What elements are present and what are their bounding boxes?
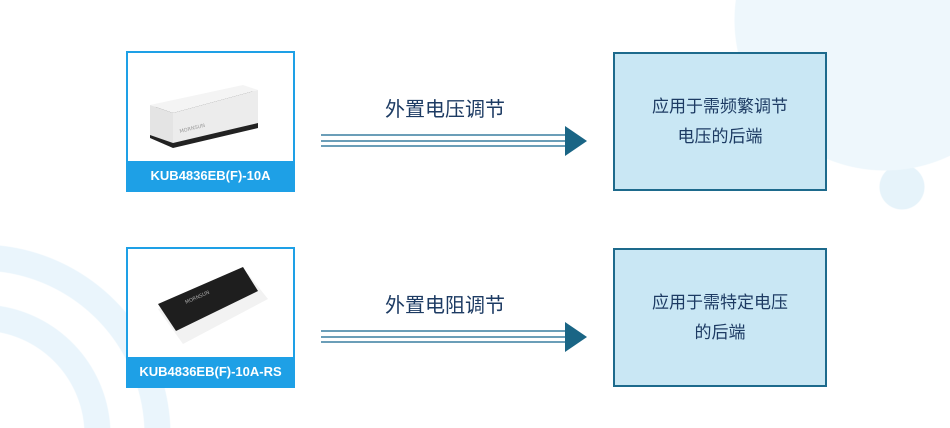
arrow-right-icon: [321, 322, 587, 352]
application-box-2: 应用于需特定电压的后端: [613, 248, 827, 387]
application-box-1: 应用于需频繁调节电压的后端: [613, 52, 827, 191]
application-line: 的后端: [694, 322, 746, 343]
product-card-2: MORNSUN KUB4836EB(F)-10A-RS: [126, 247, 295, 388]
method-title: 外置电压调节: [385, 97, 505, 121]
application-line: 应用于需频繁调节: [652, 96, 788, 117]
arrow-right-icon: [321, 126, 587, 156]
application-line: 电压的后端: [677, 126, 763, 147]
product-card-1: MORNSUN KUB4836EB(F)-10A: [126, 51, 295, 192]
product-image-black-module: MORNSUN: [158, 267, 268, 344]
product-label: KUB4836EB(F)-10A-RS: [128, 357, 293, 386]
method-title: 外置电阻调节: [385, 293, 505, 317]
product-image-white-module: MORNSUN: [150, 85, 258, 148]
application-line: 应用于需特定电压: [652, 292, 788, 313]
product-label: KUB4836EB(F)-10A: [128, 161, 293, 190]
